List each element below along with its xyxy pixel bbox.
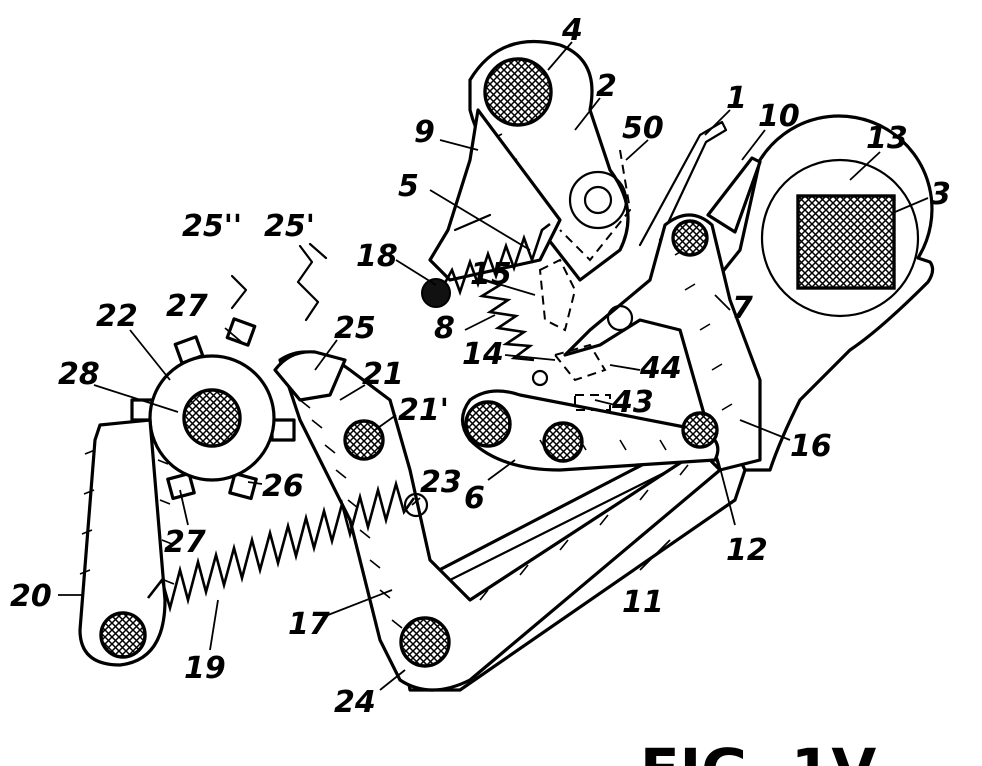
indicator-25-prime bbox=[296, 242, 328, 322]
roller-2 bbox=[568, 170, 628, 230]
label-2: 2 bbox=[596, 69, 617, 104]
label-22: 22 bbox=[96, 299, 138, 334]
label-17: 17 bbox=[288, 607, 330, 642]
label-3: 3 bbox=[930, 177, 951, 212]
label-8: 8 bbox=[434, 311, 455, 346]
square-key-3 bbox=[796, 194, 896, 290]
label-7: 7 bbox=[732, 291, 753, 326]
label-24: 24 bbox=[334, 685, 376, 720]
figure-caption: FIG. 1V bbox=[640, 736, 876, 766]
label-13: 13 bbox=[866, 121, 908, 156]
leader-lines bbox=[58, 41, 929, 691]
pin-6b bbox=[542, 421, 584, 463]
label-16: 16 bbox=[790, 429, 832, 464]
lever-20 bbox=[78, 418, 175, 667]
label-28: 28 bbox=[58, 357, 100, 392]
pin-12 bbox=[681, 411, 719, 449]
pin-23 bbox=[403, 492, 429, 518]
spring-18 bbox=[438, 222, 551, 296]
pin-28 bbox=[182, 388, 242, 448]
spring-19 bbox=[146, 479, 416, 613]
label-11: 11 bbox=[622, 585, 664, 620]
pin-24 bbox=[399, 616, 451, 668]
label-12: 12 bbox=[726, 533, 768, 568]
pin-20 bbox=[99, 611, 147, 659]
label-14: 14 bbox=[462, 337, 504, 372]
hook-10 bbox=[706, 156, 762, 234]
internal-dashed-parts bbox=[531, 149, 634, 411]
label-5: 5 bbox=[398, 169, 419, 204]
label-25-double-prime: 25'' bbox=[182, 209, 242, 244]
label-44: 44 bbox=[639, 351, 682, 386]
label-21: 21 bbox=[362, 357, 404, 392]
label-27-bottom: 27 bbox=[164, 525, 206, 560]
pin-6 bbox=[464, 400, 512, 448]
label-26: 26 bbox=[262, 469, 304, 504]
reference-numerals: 4 2 1 10 13 3 50 9 5 18 15 8 14 44 43 7 … bbox=[10, 13, 951, 720]
label-6: 6 bbox=[464, 481, 485, 516]
spring-8 bbox=[477, 276, 535, 362]
label-4: 4 bbox=[561, 13, 583, 48]
label-1: 1 bbox=[726, 81, 747, 116]
cam-25 bbox=[273, 350, 347, 402]
label-15: 15 bbox=[470, 257, 512, 292]
label-43: 43 bbox=[611, 385, 654, 420]
indicator-25-double-prime bbox=[230, 274, 248, 310]
label-27-top: 27 bbox=[166, 289, 208, 324]
label-18: 18 bbox=[356, 239, 398, 274]
label-21-prime: 21' bbox=[398, 393, 449, 428]
label-19: 19 bbox=[184, 651, 226, 686]
label-25-prime: 25' bbox=[264, 209, 315, 244]
pin-18 bbox=[421, 278, 451, 308]
pin-4 bbox=[483, 57, 553, 127]
label-20: 20 bbox=[10, 579, 52, 614]
blade-1 bbox=[638, 120, 728, 247]
label-10: 10 bbox=[758, 99, 800, 134]
label-9: 9 bbox=[414, 115, 435, 150]
pin-21 bbox=[343, 419, 385, 461]
label-23: 23 bbox=[420, 465, 462, 500]
label-50: 50 bbox=[622, 111, 664, 146]
pin-7 bbox=[671, 219, 709, 257]
plate-9 bbox=[428, 108, 562, 282]
label-25: 25 bbox=[334, 311, 376, 346]
